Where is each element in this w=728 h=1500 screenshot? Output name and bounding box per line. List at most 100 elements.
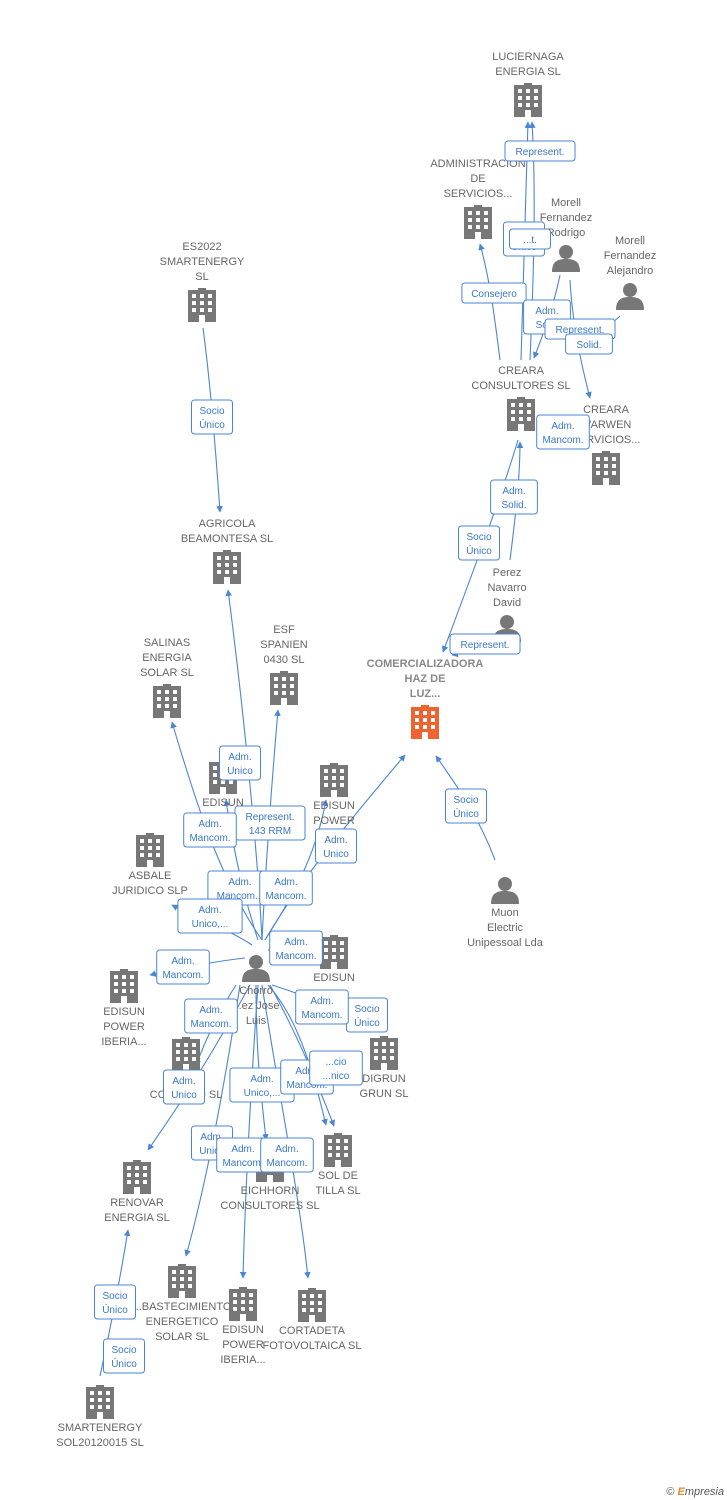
node-label-line: ESF bbox=[273, 624, 295, 636]
brand-logo-text[interactable]: mpresia bbox=[684, 1486, 724, 1498]
building-icon bbox=[168, 1264, 196, 1298]
node-admin-serv[interactable]: ADMINISTRACIONDESERVICIOS... bbox=[430, 158, 526, 239]
relation-edge bbox=[239, 984, 259, 1279]
relation-label-mancom4[interactable]: Adm.Mancom. bbox=[269, 930, 323, 966]
node-edisun-power-iberia-b[interactable]: EDISUNPOWERIBERIA... bbox=[220, 1287, 266, 1366]
relation-text: Mancom. bbox=[190, 1019, 231, 1030]
relation-box bbox=[103, 1338, 145, 1374]
node-label-line: Rodrigo bbox=[547, 227, 586, 239]
relation-text: Adm. bbox=[198, 905, 221, 916]
relation-text: Mancom. bbox=[275, 951, 316, 962]
relation-label-solid[interactable]: Solid. bbox=[565, 333, 613, 355]
node-label-line: EDISUN bbox=[313, 800, 355, 812]
relation-label-perez-solid[interactable]: Adm.Solid. bbox=[490, 479, 538, 515]
building-icon bbox=[136, 833, 164, 867]
relation-box bbox=[309, 1050, 363, 1086]
node-smartenergy-sol[interactable]: SMARTENERGY SOL20120015 SL bbox=[56, 1385, 144, 1449]
relation-label-mancom1[interactable]: Adm.Mancom. bbox=[183, 812, 237, 848]
node-label-line: BEAMONTESA SL bbox=[181, 533, 273, 545]
relation-label-unico3[interactable]: Adm.Unico bbox=[163, 1069, 205, 1105]
relation-text: Socio bbox=[111, 1345, 136, 1356]
relation-text: Adm. bbox=[275, 1144, 298, 1155]
node-label-line: EDISUN bbox=[103, 1006, 145, 1018]
relation-label-luc-rep[interactable]: Represent. bbox=[504, 140, 576, 162]
relation-label-unico-comer[interactable]: Adm.Unico bbox=[315, 828, 357, 864]
relation-label-mancom7[interactable]: Adm.Mancom. bbox=[295, 989, 349, 1025]
relation-box bbox=[504, 140, 576, 162]
relation-label-perez-rep[interactable]: Represent. bbox=[449, 633, 521, 655]
person-icon bbox=[552, 245, 580, 272]
node-label-line: IBERIA... bbox=[220, 1354, 265, 1366]
relation-text: Unico bbox=[227, 766, 253, 777]
relation-label-mancom10[interactable]: Adm. Mancom. bbox=[260, 1137, 314, 1173]
relation-label-rep143[interactable]: Represent.143 RRM bbox=[234, 805, 306, 841]
node-label-line: FOTOVOLTAICA SL bbox=[262, 1340, 361, 1352]
relation-label-unico2[interactable]: Adm.Unico,... bbox=[177, 898, 243, 934]
relation-text: Represent. bbox=[461, 640, 510, 651]
node-label-line: Navarro bbox=[487, 582, 526, 594]
relation-label-mancom3[interactable]: Adm.Mancom. bbox=[259, 870, 313, 906]
node-label-line: SMARTENERGY bbox=[58, 1422, 143, 1434]
node-label-line: EDISUN bbox=[222, 1324, 264, 1336]
relation-text: Mancom. bbox=[265, 891, 306, 902]
relation-text: Adm. bbox=[295, 1066, 318, 1077]
node-label-line: Morell bbox=[551, 197, 581, 209]
relation-text: Mancom... bbox=[217, 891, 264, 902]
brand-logo-initial[interactable]: E bbox=[677, 1486, 685, 1498]
building-icon bbox=[188, 288, 216, 322]
relation-box bbox=[295, 989, 349, 1025]
relation-text: Mancom. bbox=[266, 1158, 307, 1169]
node-label-line: SOLAR SL bbox=[140, 667, 194, 679]
relation-label-agricola-unico[interactable]: Adm.Unico bbox=[219, 745, 261, 781]
relation-box bbox=[183, 812, 237, 848]
node-label-line: SMARTENERGY bbox=[160, 256, 245, 268]
relation-label-unico4[interactable]: Adm.Unico,... bbox=[229, 1067, 295, 1103]
relation-box bbox=[565, 333, 613, 355]
relation-label-consejero[interactable]: Consejero bbox=[461, 282, 527, 304]
node-label-line: Fernandez bbox=[540, 212, 593, 224]
relation-box bbox=[163, 1069, 205, 1105]
node-label-line: DE bbox=[470, 173, 485, 185]
relation-label-creara-mancom[interactable]: Adm.Mancom. bbox=[536, 414, 590, 450]
relation-label-adm-sol-hidden[interactable]: ...t. bbox=[509, 228, 551, 250]
relation-box bbox=[219, 745, 261, 781]
relation-text: Adm. bbox=[250, 1074, 273, 1085]
relation-text: Adm. bbox=[199, 1005, 222, 1016]
node-label-line: SOL20120015 SL bbox=[56, 1437, 143, 1449]
node-label-line: SERVICIOS... bbox=[444, 188, 513, 200]
relation-label-mancom5[interactable]: Adm.Mancom. bbox=[156, 949, 210, 985]
relation-text: Adm. bbox=[171, 956, 194, 967]
relation-label-mancom9[interactable]: Adm.Mancom. bbox=[216, 1137, 270, 1173]
relation-label-socio-digrun[interactable]: ...cio...nico bbox=[309, 1050, 363, 1086]
relation-text: Adm. bbox=[535, 306, 558, 317]
node-edisun-power-iberia-a[interactable]: EDISUNPOWERIBERIA... bbox=[101, 969, 147, 1048]
building-icon bbox=[213, 550, 241, 584]
node-label-line: ENERGIA SL bbox=[495, 66, 560, 78]
relation-label-mancom6[interactable]: Adm. Mancom. bbox=[184, 998, 238, 1034]
